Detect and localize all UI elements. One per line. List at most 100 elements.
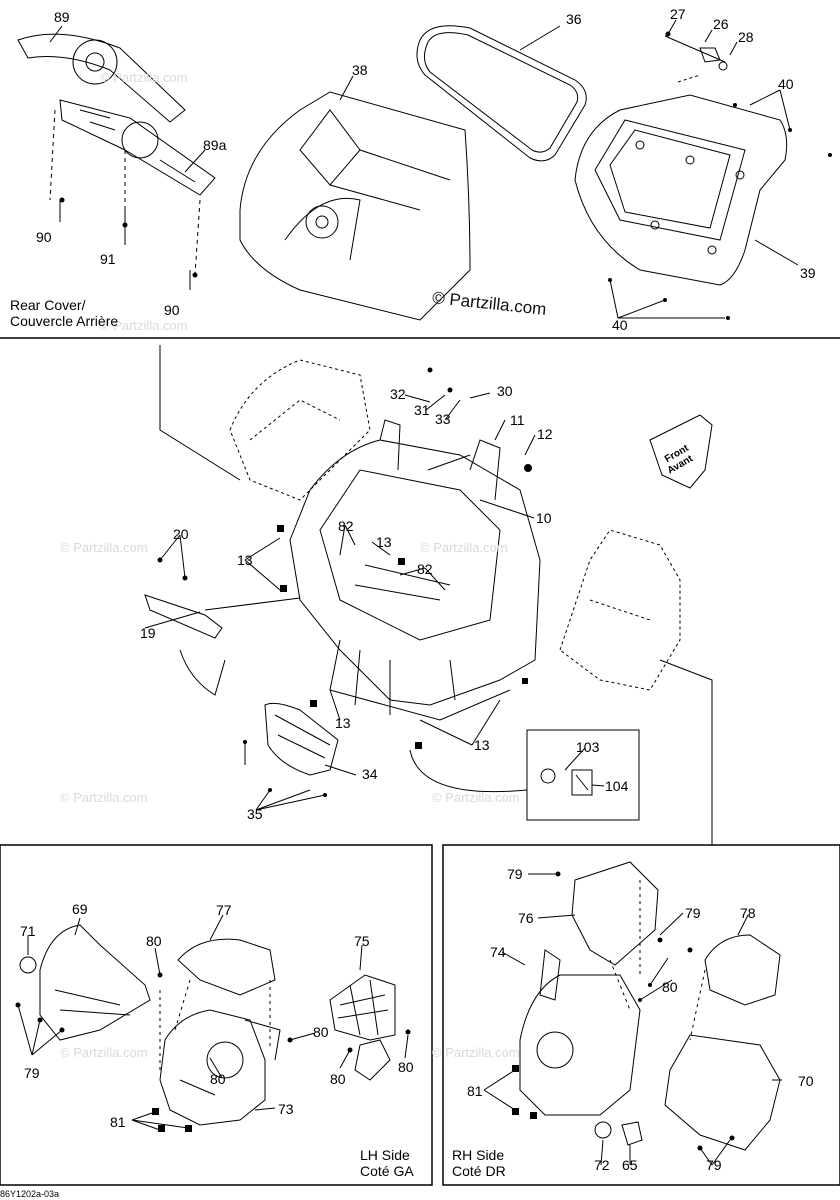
lh-leaders	[17, 914, 409, 1131]
callout-80: 80	[662, 979, 678, 995]
watermark: © Partzilla.com	[100, 318, 188, 333]
rear-cover-title: Rear Cover/ Couvercle Arrière	[10, 297, 118, 329]
callout-104: 104	[605, 778, 629, 794]
part-38-rear-cover	[239, 91, 471, 321]
callout-77: 77	[216, 902, 232, 918]
rh-side-title-line2: Coté DR	[452, 1163, 506, 1179]
part-10-housing	[289, 419, 541, 721]
callout-80: 80	[146, 933, 162, 949]
main-leaders	[144, 345, 713, 845]
callout-27: 27	[670, 6, 686, 22]
rh-side-title-line1: RH Side	[452, 1147, 505, 1163]
lh-side-title-line1: LH Side	[360, 1147, 410, 1163]
callout-79: 79	[685, 905, 701, 921]
part-34-light	[264, 702, 339, 776]
lh-side-title-line2: Coté GA	[360, 1163, 414, 1179]
rh-leaders	[483, 873, 782, 1166]
callout-79: 79	[706, 1157, 722, 1173]
callout-65: 65	[622, 1157, 638, 1173]
callout-72: 72	[594, 1157, 610, 1173]
callout-80: 80	[330, 1071, 346, 1087]
callout-12: 12	[537, 426, 553, 442]
rh-side-title: RH Side Coté DR	[452, 1147, 506, 1179]
callout-70: 70	[798, 1073, 814, 1089]
watermark: © Partzilla.com	[432, 790, 520, 805]
callout-28: 28	[738, 29, 754, 45]
callout-76: 76	[518, 910, 534, 926]
watermark: © Partzilla.com	[60, 1045, 148, 1060]
part-73-housing	[159, 1009, 281, 1126]
part-89a-bracket	[59, 99, 216, 196]
part-72-cap	[594, 1121, 612, 1139]
callout-79: 79	[24, 1065, 40, 1081]
callout-20: 20	[173, 526, 189, 542]
callout-30: 30	[497, 383, 513, 399]
callout-13: 13	[474, 737, 490, 753]
callout-31: 31	[414, 402, 430, 418]
callout-40: 40	[778, 76, 794, 92]
callout-90: 90	[36, 229, 52, 245]
part-69-cover	[39, 924, 151, 1041]
fasteners	[15, 31, 832, 1151]
callout-34: 34	[362, 766, 378, 782]
callout-73: 73	[278, 1101, 294, 1117]
watermark: © Partzilla.com	[60, 790, 148, 805]
callout-13: 13	[335, 715, 351, 731]
callout-40: 40	[612, 317, 628, 333]
inset-box-103-104	[526, 729, 640, 821]
watermark: © Partzilla.com	[100, 70, 188, 85]
lh-dashed	[159, 979, 271, 1070]
rear-cover-title-line1: Rear Cover/	[10, 297, 86, 313]
callout-11: 11	[510, 412, 525, 428]
callout-36: 36	[566, 11, 582, 27]
callout-89a: 89a	[203, 137, 227, 153]
callout-80: 80	[210, 1071, 226, 1087]
callout-19: 19	[140, 625, 156, 641]
callout-81: 81	[467, 1083, 483, 1099]
rh-side-frame	[442, 844, 840, 1186]
part-70-cover	[664, 1034, 781, 1151]
part-39-cover-frame	[574, 94, 788, 286]
part-71-cap	[19, 956, 37, 974]
rear-cover-title-line2: Couvercle Arrière	[10, 313, 119, 329]
callout-78: 78	[740, 905, 756, 921]
part-36-seal	[416, 25, 587, 162]
callout-91: 91	[100, 251, 116, 267]
part-76-cover	[571, 861, 659, 966]
callout-82: 82	[338, 518, 354, 534]
callout-81: 81	[110, 1114, 126, 1130]
callout-79: 79	[507, 866, 523, 882]
part-78-deflector	[704, 934, 781, 1006]
part-65-clip	[621, 1121, 643, 1146]
drawing-code: 86Y1202a-03a	[0, 1189, 60, 1199]
callout-71: 71	[20, 923, 36, 939]
callout-32: 32	[390, 386, 406, 402]
callout-26: 26	[713, 16, 729, 32]
callout-90: 90	[164, 302, 180, 318]
watermark: © Partzilla.com	[420, 540, 508, 555]
watermark: © Partzilla.com	[60, 540, 148, 555]
callout-103: 103	[576, 739, 600, 755]
watermark: © Partzilla.com	[432, 1045, 520, 1060]
callout-80: 80	[398, 1059, 414, 1075]
callout-38: 38	[352, 62, 368, 78]
rear-dashed	[49, 109, 201, 276]
phantom-panel-right	[559, 529, 681, 691]
callout-10: 10	[536, 510, 552, 526]
callout-13: 13	[237, 552, 253, 568]
part-75-grille	[329, 974, 396, 1081]
part-77-deflector	[177, 938, 276, 996]
phantom-panel-upper	[229, 359, 371, 501]
part-103-104	[540, 768, 593, 796]
lh-side-frame	[0, 844, 433, 1186]
lh-side-title: LH Side Coté GA	[360, 1147, 414, 1179]
part-74-housing	[519, 949, 641, 1116]
callout-75: 75	[354, 933, 370, 949]
rear-leaders	[49, 19, 799, 319]
callout-69: 69	[72, 901, 88, 917]
callout-74: 74	[490, 944, 506, 960]
callout-39: 39	[800, 265, 816, 281]
callout-80: 80	[313, 1024, 329, 1040]
callout-35: 35	[247, 806, 263, 822]
